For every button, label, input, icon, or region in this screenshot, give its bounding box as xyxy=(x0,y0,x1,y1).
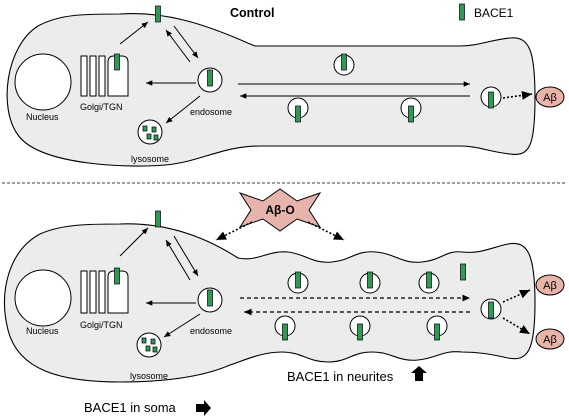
legend-bace1-label: BACE1 xyxy=(474,6,514,20)
lysosome-bace1-fragments xyxy=(141,337,158,353)
legend-bace1-swatch xyxy=(459,3,465,21)
treated-endosome-label: endosome xyxy=(190,326,232,336)
control-golgi-label: Golgi/TGN xyxy=(80,102,123,112)
golgi-bace1-mark xyxy=(114,267,120,285)
endosome-bace1-mark xyxy=(207,69,213,87)
neurite-caption: BACE1 in neurites xyxy=(287,369,394,384)
treated-lysosome xyxy=(136,332,162,358)
treated-nucleus-label: Nucleus xyxy=(26,326,59,336)
membrane-bace1-mark xyxy=(155,210,161,228)
lysosome-bace1-fragments xyxy=(142,125,159,141)
abeta-oligomer xyxy=(238,188,322,232)
golgi-bace1-mark xyxy=(114,53,120,71)
control-nucleus xyxy=(14,53,72,111)
control-golgi xyxy=(80,53,129,97)
treated-abeta-bottom xyxy=(535,328,565,350)
increase-arrow-icon xyxy=(196,400,211,416)
membrane-bace1-mark xyxy=(460,263,466,281)
control-title: Control xyxy=(230,6,274,20)
membrane-bace1-mark xyxy=(155,5,161,23)
endosome-bace1-mark xyxy=(207,289,213,307)
treated-golgi xyxy=(80,267,129,314)
treated-golgi-label: Golgi/TGN xyxy=(80,320,123,330)
increase-arrow-icon xyxy=(411,366,427,381)
abeta-oligomer-label: Aβ-O xyxy=(265,203,294,217)
treated-abeta-bottom-label: Aβ xyxy=(543,334,557,346)
control-abeta xyxy=(535,86,565,108)
control-lysosome-label: lysosome xyxy=(131,154,169,164)
control-panel: Nucleus Golgi/TGN endosome lysosome xyxy=(6,3,565,167)
treated-abeta-top-label: Aβ xyxy=(543,280,557,292)
control-abeta-label: Aβ xyxy=(543,92,557,104)
treated-abeta-top xyxy=(535,274,565,296)
control-endosome-label: endosome xyxy=(190,107,232,117)
treated-nucleus xyxy=(14,269,72,327)
control-nucleus-label: Nucleus xyxy=(26,112,59,122)
treated-lysosome-label: lysosome xyxy=(130,371,168,381)
oligomer-panel: Nucleus Golgi/TGN endosome lysosome xyxy=(4,188,565,416)
control-lysosome xyxy=(137,119,163,145)
soma-caption: BACE1 in soma xyxy=(84,400,177,415)
